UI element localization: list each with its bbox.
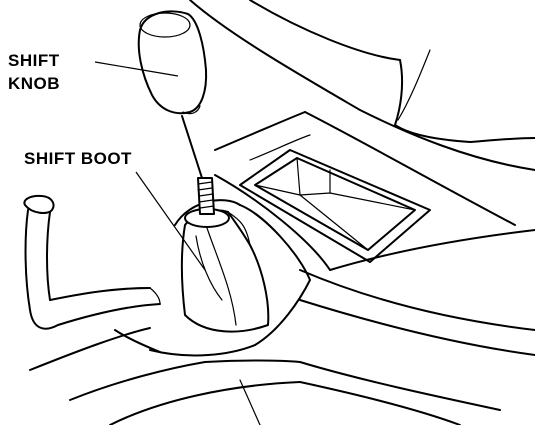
center-console xyxy=(214,111,535,356)
shift-boot xyxy=(180,208,270,333)
shift-knob-label-line1: SHIFT xyxy=(8,51,60,70)
lower-console xyxy=(29,327,501,425)
dashboard-panel xyxy=(189,0,535,171)
parking-brake-lever xyxy=(23,194,161,330)
shift-boot-label: SHIFT BOOT xyxy=(24,149,132,168)
shift-bezel xyxy=(114,199,311,357)
shift-knob-label-line2: KNOB xyxy=(8,74,60,93)
cup-holder-tray xyxy=(239,149,431,263)
knob-alignment-line xyxy=(181,115,203,179)
shift-knob xyxy=(137,10,208,115)
shift-lever-shaft xyxy=(197,177,215,215)
shift-knob-leader-line xyxy=(94,61,179,77)
shift-boot-leader-line xyxy=(135,171,206,271)
